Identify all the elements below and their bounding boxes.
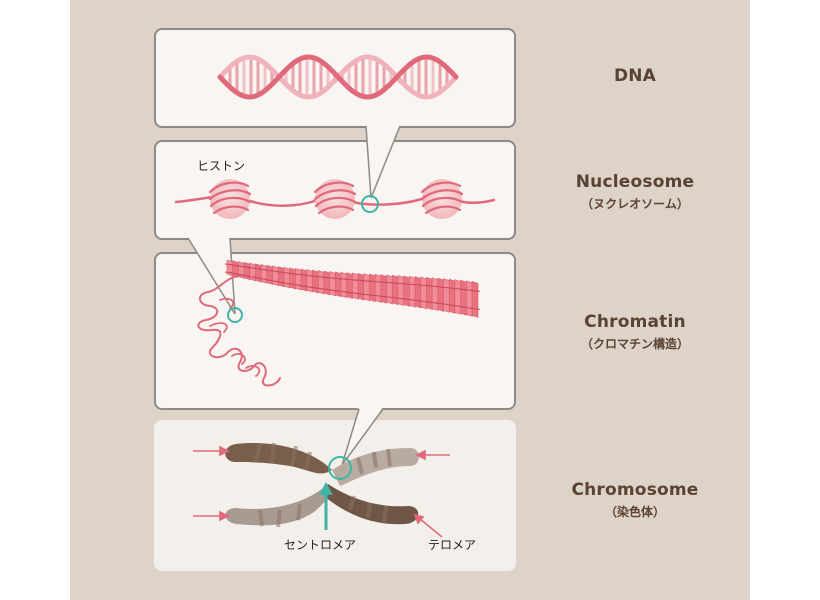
dna-title: DNA bbox=[613, 66, 657, 86]
nucleosome-panel bbox=[154, 140, 516, 240]
chromosome-label: Chromosome （染色体） bbox=[525, 480, 745, 520]
dna-panel bbox=[154, 28, 516, 128]
chromosome-title: Chromosome bbox=[571, 480, 699, 500]
chromatin-title: Chromatin bbox=[584, 312, 686, 332]
diagram-canvas: ヒストン セントロメア テロメア DNA Nucleosome （ヌクレオソーム… bbox=[70, 0, 750, 600]
dna-label: DNA bbox=[525, 66, 745, 86]
nucleosome-label: Nucleosome （ヌクレオソーム） bbox=[525, 172, 745, 212]
telomere-label: テロメア bbox=[428, 538, 477, 552]
nucleosome-title: Nucleosome bbox=[575, 172, 695, 192]
chromatin-subtitle: （クロマチン構造） bbox=[580, 337, 689, 351]
histone-label: ヒストン bbox=[197, 159, 246, 173]
nucleosome-subtitle: （ヌクレオソーム） bbox=[581, 197, 689, 211]
centromere-label: セントロメア bbox=[284, 538, 357, 552]
chromatin-panel bbox=[154, 252, 516, 410]
chromosome-subtitle: （染色体） bbox=[604, 505, 665, 519]
chromatin-label: Chromatin （クロマチン構造） bbox=[525, 312, 745, 352]
